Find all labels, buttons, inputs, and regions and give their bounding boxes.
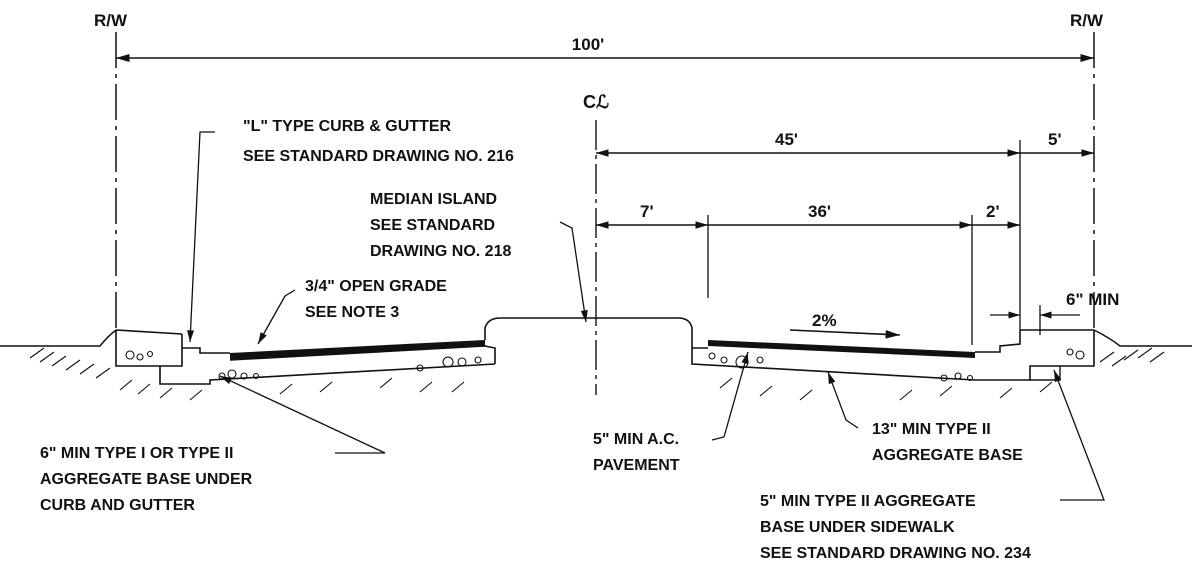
- ac-pavement-line-1: 5" MIN A.C.: [593, 431, 679, 448]
- aggregate-base-leader: [827, 371, 859, 429]
- base-under-curb-leader: [219, 375, 386, 454]
- ac-pavement-line-2: PAVEMENT: [593, 457, 680, 474]
- base-under-curb-line-3: CURB AND GUTTER: [40, 497, 195, 514]
- curb-gutter-line-1: "L" TYPE CURB & GUTTER: [243, 118, 452, 135]
- right-row-label: R/W: [1070, 11, 1104, 30]
- gutter-width-label: 2': [986, 202, 1000, 221]
- right-curb-and-sidewalk: [691, 329, 1095, 381]
- base-under-sidewalk-leader: [1053, 369, 1105, 501]
- sidewalk-width-label: 5': [1048, 130, 1062, 149]
- half-width-label: 45': [775, 130, 798, 149]
- median-island-line-2: SEE STANDARD: [370, 217, 495, 234]
- right-ac-pavement: [708, 340, 975, 358]
- roadway-width-label: 36': [808, 202, 831, 221]
- open-grade-leader: [257, 289, 296, 345]
- aggregate-base-line-1: 13" MIN TYPE II: [872, 421, 991, 438]
- median-island-line-3: DRAWING NO. 218: [370, 243, 511, 260]
- left-aggregate-base: [159, 345, 496, 385]
- existing-ground-left: [0, 329, 117, 347]
- base-under-sidewalk-callout: 5" MIN TYPE II AGGREGATE BASE UNDER SIDE…: [760, 493, 1031, 562]
- median-island-line-1: MEDIAN ISLAND: [370, 191, 497, 208]
- median-island: [484, 317, 693, 348]
- aggregate-base-callout: 13" MIN TYPE II AGGREGATE BASE: [872, 421, 1023, 464]
- base-under-sidewalk-line-3: SEE STANDARD DRAWING NO. 234: [760, 545, 1031, 562]
- median-width-label: 7': [640, 202, 654, 221]
- soil-hatching: [29, 347, 1165, 401]
- base-under-sidewalk-line-1: 5" MIN TYPE II AGGREGATE: [760, 493, 976, 510]
- curb-gutter-line-2: SEE STANDARD DRAWING NO. 216: [243, 148, 514, 165]
- left-ac-pavement: [230, 340, 485, 360]
- base-under-curb-callout: 6" MIN TYPE I OR TYPE II AGGREGATE BASE …: [40, 445, 253, 514]
- median-island-callout: MEDIAN ISLAND SEE STANDARD DRAWING NO. 2…: [370, 191, 511, 260]
- open-grade-line-1: 3/4" OPEN GRADE: [305, 278, 447, 295]
- left-row-label: R/W: [94, 11, 128, 30]
- base-under-curb-line-2: AGGREGATE BASE UNDER: [40, 471, 253, 488]
- cross-slope-arrow: [789, 329, 901, 339]
- curb-gutter-leader: [187, 131, 215, 343]
- cross-slope-label: 2%: [812, 311, 837, 330]
- base-under-sidewalk-line-2: BASE UNDER SIDEWALK: [760, 519, 955, 536]
- total-width-label: 100': [572, 35, 604, 54]
- existing-ground-right: [1093, 329, 1192, 347]
- curb-gutter-callout: "L" TYPE CURB & GUTTER SEE STANDARD DRAW…: [243, 118, 514, 165]
- median-island-leader: [559, 221, 588, 323]
- aggregate-base-line-2: AGGREGATE BASE: [872, 447, 1023, 464]
- open-grade-line-2: SEE NOTE 3: [305, 304, 399, 321]
- ac-pavement-callout: 5" MIN A.C. PAVEMENT: [593, 431, 680, 474]
- open-grade-callout: 3/4" OPEN GRADE SEE NOTE 3: [305, 278, 447, 321]
- left-sidewalk-and-curb: [115, 329, 230, 367]
- base-under-curb-line-1: 6" MIN TYPE I OR TYPE II: [40, 445, 233, 462]
- curb-offset-label: 6" MIN: [1066, 290, 1119, 309]
- ac-pavement-leader: [711, 351, 749, 441]
- centerline-symbol: Cℒ: [583, 92, 609, 112]
